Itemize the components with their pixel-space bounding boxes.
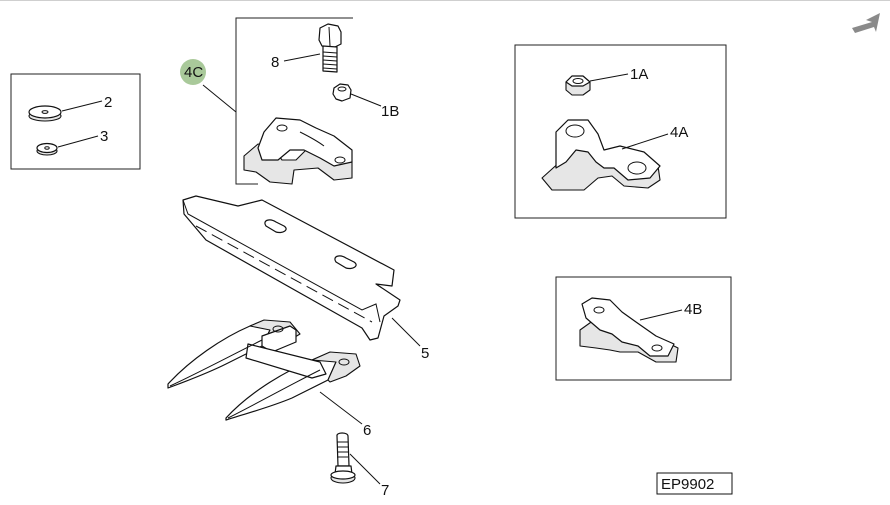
callout-leader-7 [349, 453, 381, 485]
callout-leader-1a [589, 73, 629, 82]
clip-4a-inset: 1A 4A [514, 44, 727, 219]
clip-4a-frame [514, 44, 727, 219]
clip-frame [235, 17, 353, 185]
knife-bar-5[interactable] [182, 195, 401, 341]
callout-4b[interactable]: 4B [684, 301, 702, 318]
nut-1a[interactable] [565, 75, 591, 96]
callout-leader-6 [319, 391, 363, 425]
clip-4b-frame [555, 276, 732, 381]
clip-4b-inset: 4B [555, 276, 732, 381]
callout-4a[interactable]: 4A [670, 124, 688, 141]
hold-down-clip-4b[interactable] [579, 297, 679, 363]
back-arrow-icon[interactable] [852, 13, 880, 33]
callout-leader-4c [202, 84, 237, 113]
callout-2[interactable]: 2 [104, 94, 112, 111]
callout-6[interactable]: 6 [363, 422, 371, 439]
callout-7[interactable]: 7 [381, 482, 389, 499]
figure-id-text: EP9902 [661, 476, 714, 493]
callout-leader-1b [350, 93, 382, 107]
callout-leader-8 [283, 53, 321, 62]
nut-1b[interactable] [332, 83, 352, 102]
callout-1b[interactable]: 1B [381, 103, 399, 120]
callout-5[interactable]: 5 [421, 345, 429, 362]
knife-guard-6[interactable] [167, 319, 361, 421]
callout-4c-highlight [180, 59, 206, 85]
washer-inset: 2 3 [10, 73, 141, 170]
figure-id-label: EP9902 [656, 472, 733, 495]
callout-leader-4a [621, 133, 669, 150]
bolt-8[interactable] [318, 23, 342, 73]
hold-down-clip-4c[interactable] [243, 117, 353, 185]
hold-down-clip-4a[interactable] [541, 119, 661, 191]
callout-4c[interactable]: 4C [184, 64, 203, 81]
callout-leader-4b [639, 309, 683, 321]
callout-leader-3 [57, 135, 99, 148]
washer-inset-frame [10, 73, 141, 170]
washer-small[interactable] [36, 142, 58, 156]
callout-1a[interactable]: 1A [630, 66, 648, 83]
carriage-bolt-7[interactable] [330, 432, 356, 484]
callout-3[interactable]: 3 [100, 128, 108, 145]
hold-down-clip-assembly: 4C 8 1B [180, 17, 399, 185]
callout-8[interactable]: 8 [271, 54, 279, 71]
callout-leader-2 [61, 100, 103, 112]
callout-leader-5 [391, 317, 421, 347]
washer-large[interactable] [28, 105, 62, 122]
